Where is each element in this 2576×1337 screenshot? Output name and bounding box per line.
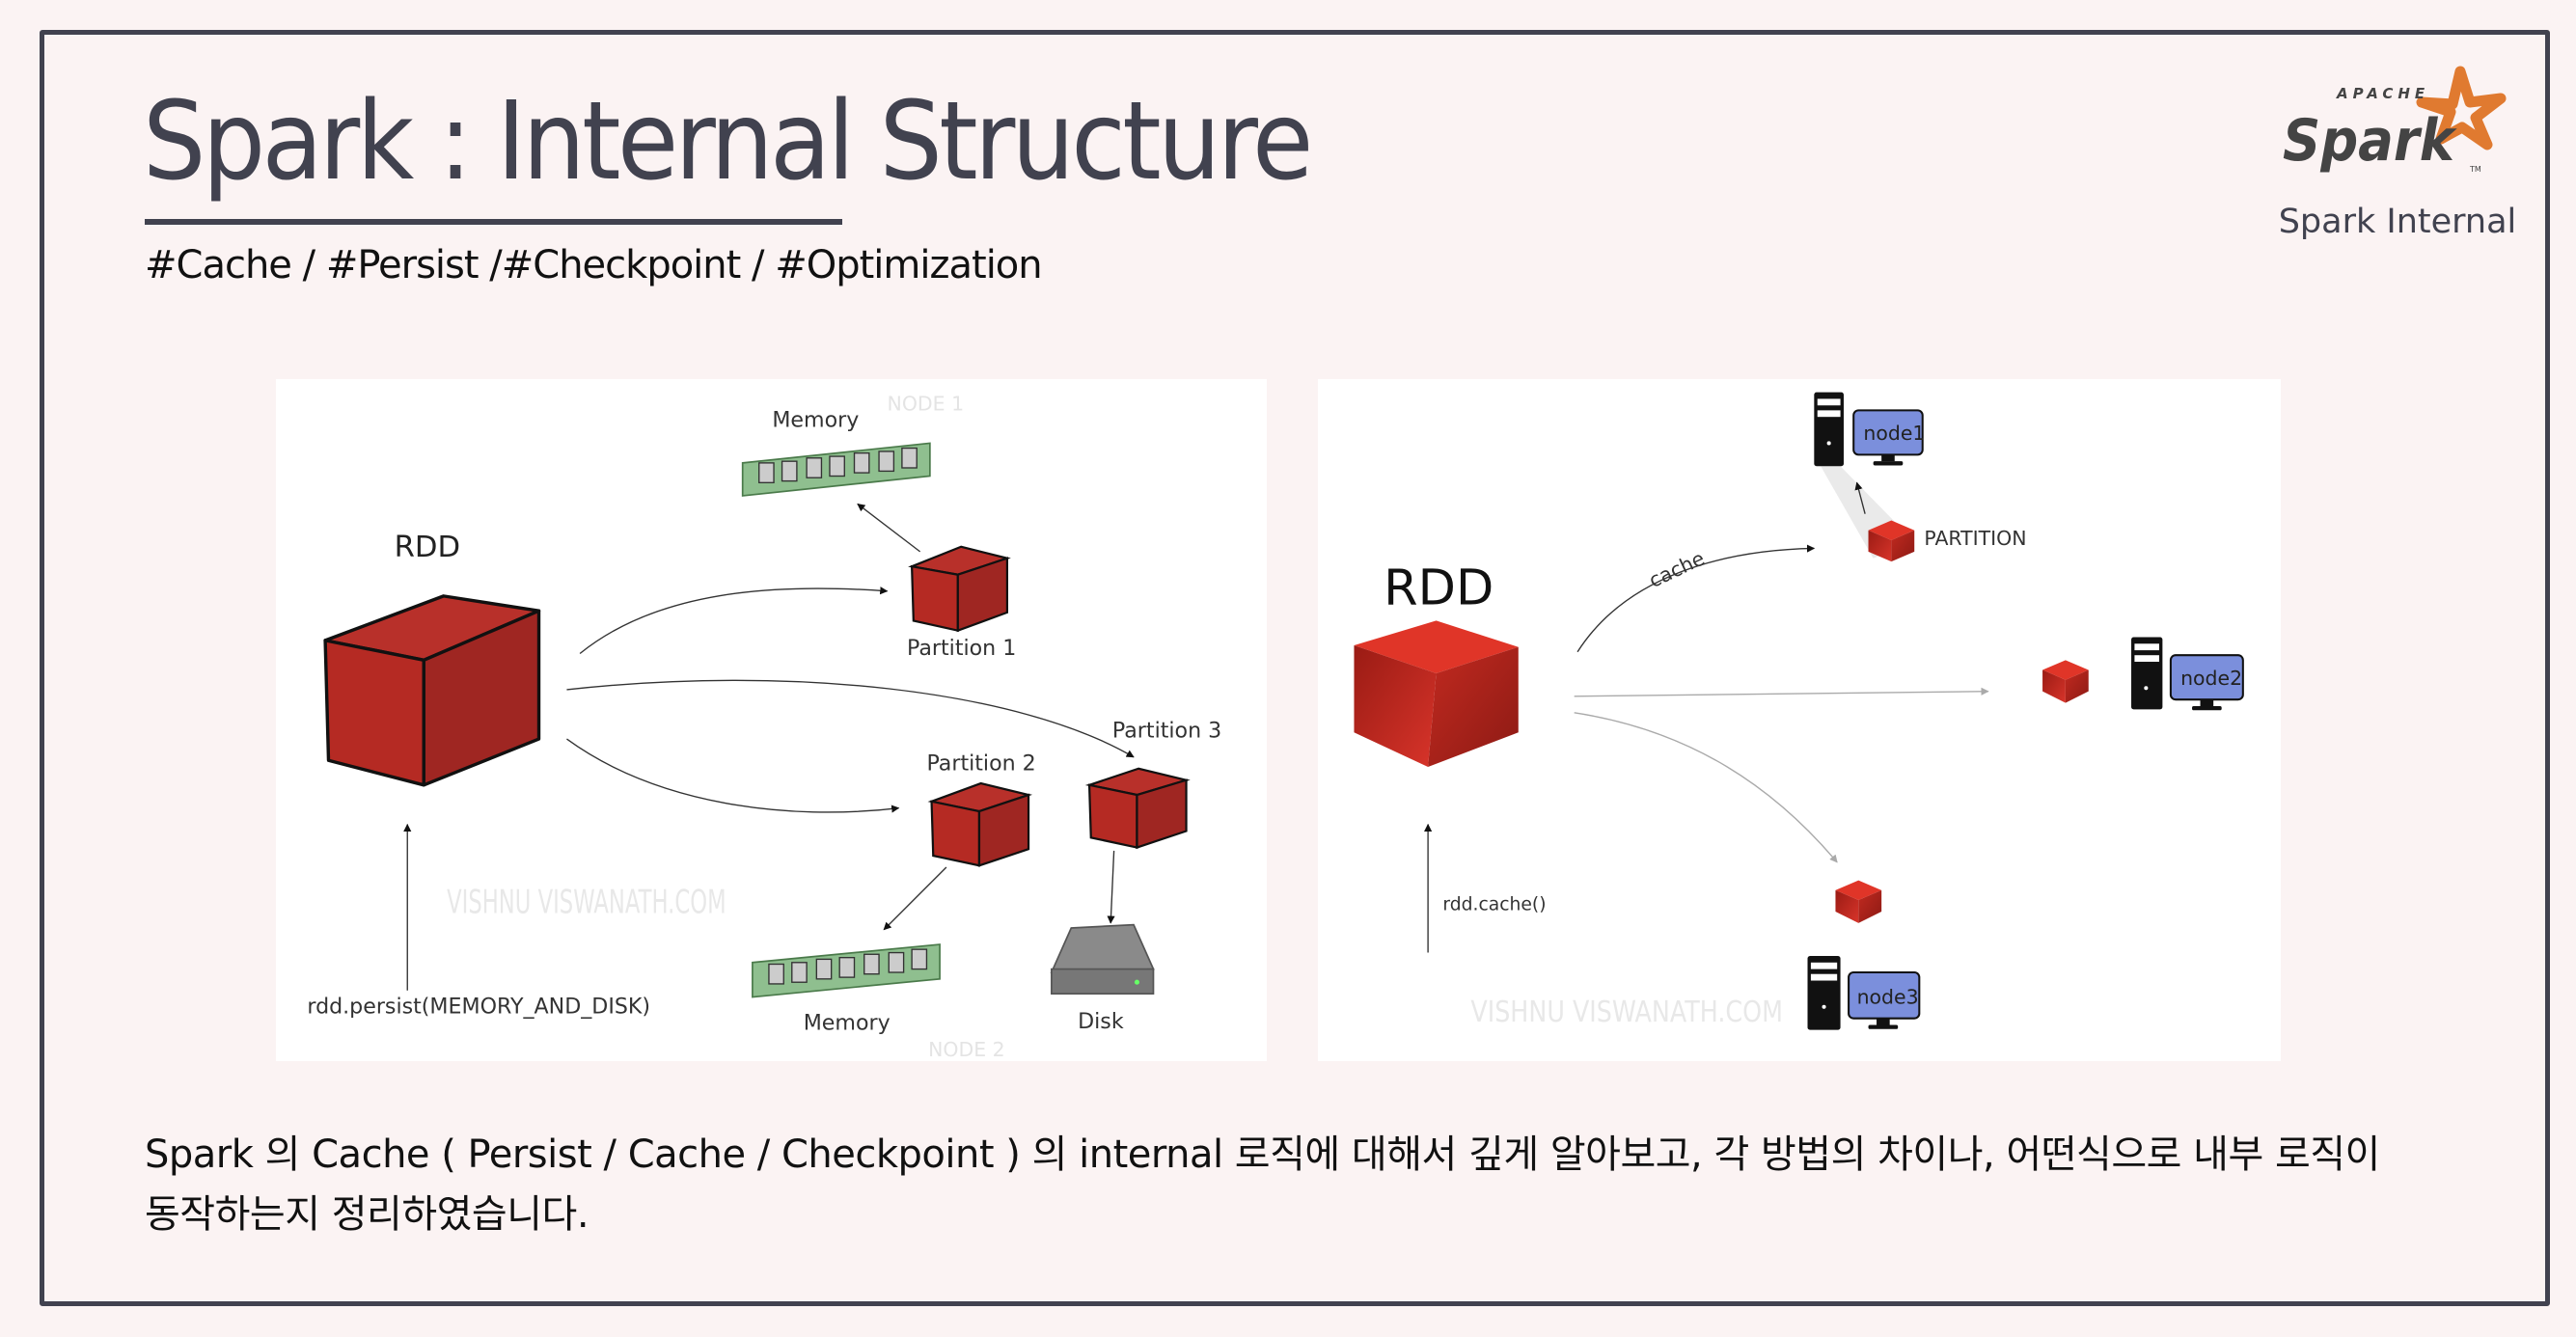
partition1-label: Partition 1 <box>907 636 1016 661</box>
rdd-label: RDD <box>1384 559 1494 616</box>
node3-computer-icon <box>1807 955 1921 1030</box>
logo-subtitle: Spark Internal <box>2278 203 2517 241</box>
persist-call-label: rdd.persist(MEMORY_AND_DISK) <box>307 995 650 1020</box>
partition2-label: Partition 2 <box>926 750 1035 776</box>
apache-spark-logo: APACHE Spark TM <box>2277 64 2513 184</box>
rdd-cube <box>1354 620 1519 768</box>
slide-frame <box>40 30 2550 1306</box>
cache-diagram: VISHNU VISWANATH.COM RDD node1 PARTITION <box>1318 379 2281 1061</box>
partition-label: PARTITION <box>1924 527 2026 550</box>
watermark: VISHNU VISWANATH.COM <box>1470 996 1783 1029</box>
node2-label: node2 <box>2180 667 2242 690</box>
partition1-cube <box>908 545 1011 633</box>
partition-cube <box>2042 660 2089 703</box>
partition-cube <box>1868 520 1915 562</box>
node1-label: node1 <box>1863 422 1925 445</box>
cache-arrow-label: cache <box>1645 547 1708 592</box>
partition3-label: Partition 3 <box>1112 718 1221 743</box>
watermark: VISHNU VISWANATH.COM <box>447 884 726 922</box>
title-underline <box>145 219 842 225</box>
rdd-label: RDD <box>395 531 461 564</box>
memory-bottom-label: Memory <box>804 1011 891 1036</box>
logo-tm-text: TM <box>2469 165 2481 174</box>
persist-diagram: NODE 1 NODE 2 VISHNU VISWANATH.COM RDD P… <box>276 379 1267 1061</box>
node3-label: node3 <box>1857 985 1919 1008</box>
disk-label: Disk <box>1078 1009 1124 1034</box>
memory-bottom-icon <box>752 943 941 998</box>
description-line-1: Spark 의 Cache ( Persist / Cache / Checkp… <box>145 1132 2380 1177</box>
node1-watermark: NODE 1 <box>888 392 965 415</box>
node1-computer-icon <box>1814 392 1924 467</box>
description-line-2: 동작하는지 정리하였습니다. <box>145 1192 589 1237</box>
logo-apache-text: APACHE <box>2336 85 2429 102</box>
partition-cube <box>1835 880 1882 923</box>
rdd-cube <box>323 594 541 787</box>
memory-top-label: Memory <box>772 407 859 432</box>
disk-icon <box>1050 923 1155 996</box>
partition2-cube <box>927 781 1033 867</box>
slide-title: Spark : Internal Structure <box>143 79 1313 205</box>
node2-watermark: NODE 2 <box>928 1038 1005 1061</box>
cache-call-label: rdd.cache() <box>1442 894 1546 914</box>
slide-description: Spark 의 Cache ( Persist / Cache / Checkp… <box>145 1125 2460 1244</box>
logo-spark-text: Spark <box>2283 107 2457 175</box>
node2-computer-icon <box>2131 637 2244 711</box>
partition3-cube <box>1084 767 1191 850</box>
memory-top-icon <box>741 442 931 497</box>
slide-tags: #Cache / #Persist /#Checkpoint / #Optimi… <box>145 243 1043 287</box>
spark-star-icon <box>2416 66 2507 150</box>
